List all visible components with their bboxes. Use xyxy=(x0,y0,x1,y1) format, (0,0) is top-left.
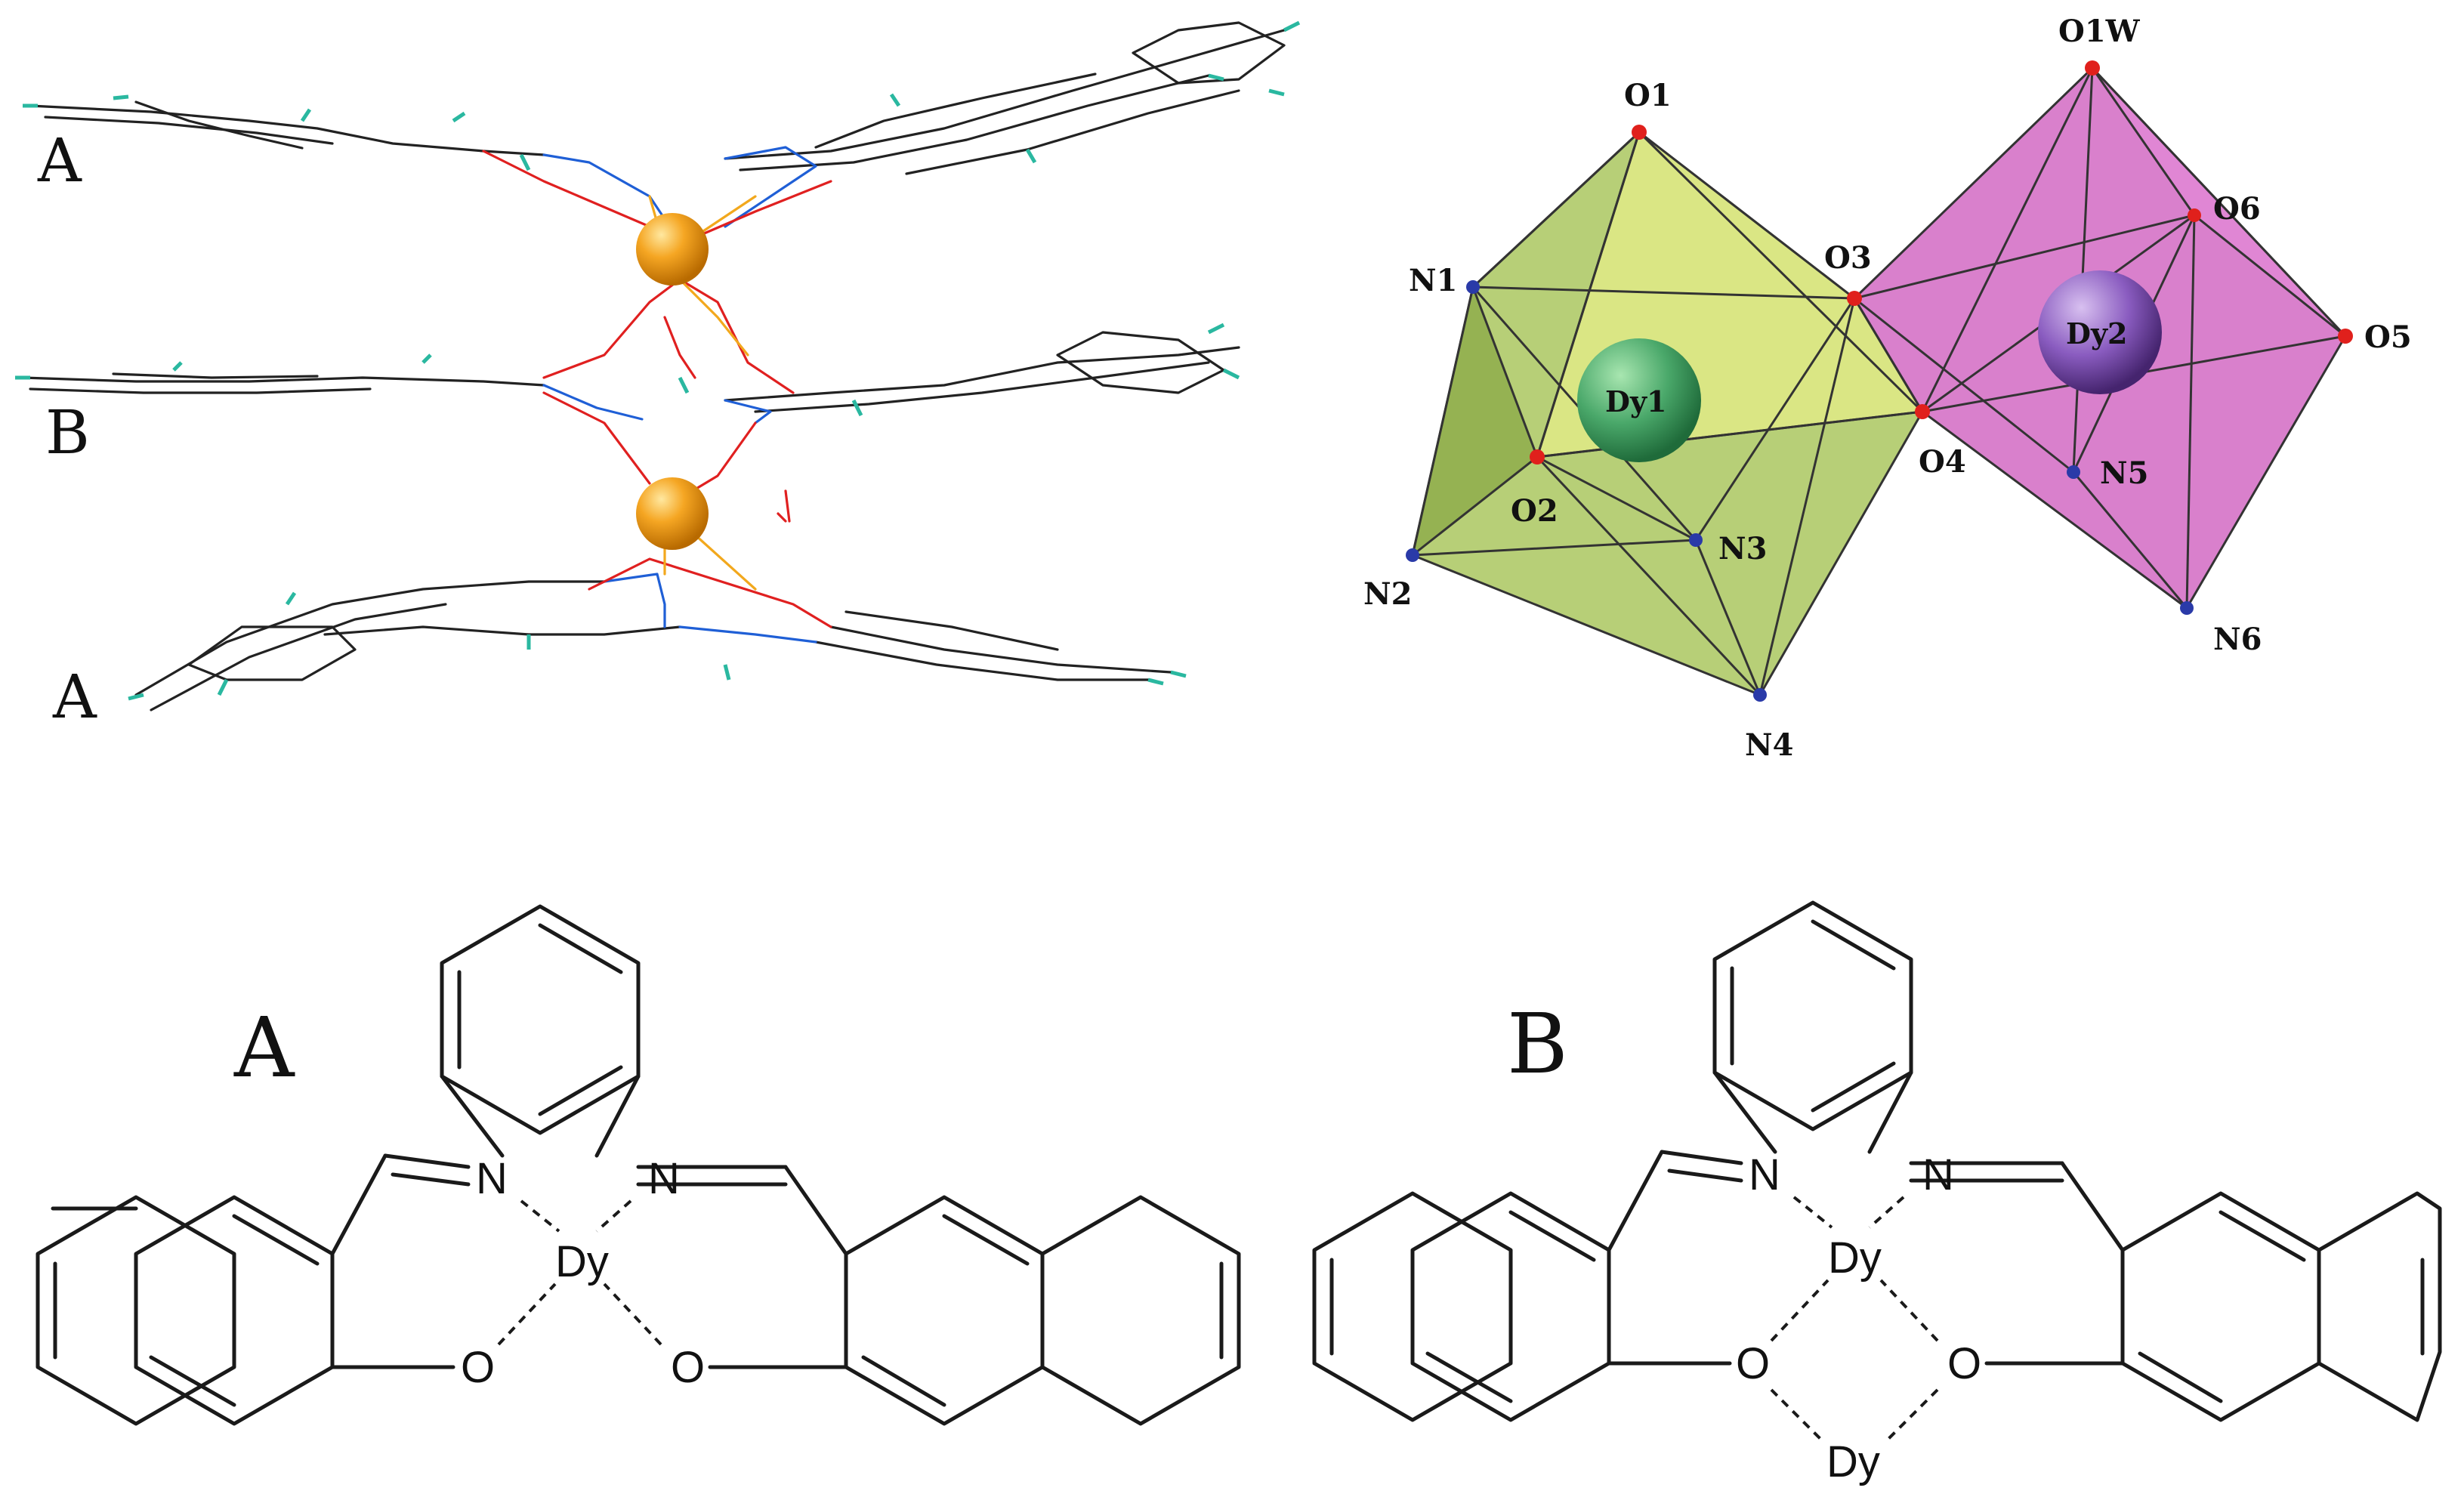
scheme-a-imine-bonds xyxy=(330,1074,848,1369)
scheme-b-imine-bonds xyxy=(1607,1070,2125,1366)
atom-label-o3: O3 xyxy=(1824,240,1872,276)
scheme-b-dy-bottom: Dy xyxy=(1826,1437,1880,1486)
scheme-a-title: A xyxy=(233,999,295,1096)
atom-label-n2: N2 xyxy=(1363,576,1412,612)
scheme-b-o-right: O xyxy=(1947,1339,1981,1388)
dy1-label: Dy1 xyxy=(1605,384,1666,418)
scheme-b-dy-top: Dy xyxy=(1828,1233,1882,1283)
atom-label-n4: N4 xyxy=(1745,727,1793,763)
layer-label-b: B xyxy=(45,397,90,468)
scheme-b-n-left: N xyxy=(1749,1150,1780,1199)
ligand-layer-b xyxy=(15,270,1240,523)
atom-label-o1: O1 xyxy=(1624,78,1672,113)
crystal-packing-panel: A B A xyxy=(15,20,1301,732)
atom-label-o5: O5 xyxy=(2364,319,2412,355)
scheme-a-coordination-dashes xyxy=(497,1199,662,1346)
atom-label-n3: N3 xyxy=(1718,531,1767,566)
atom-label-o1w: O1W xyxy=(2058,14,2141,49)
scheme-b-left-naphthalene xyxy=(1312,1191,1611,1422)
scheme-b-coordination-dashes xyxy=(1770,1196,1939,1440)
dy2-label: Dy2 xyxy=(2066,316,2127,350)
scheme-a-phenylene-ring xyxy=(440,904,641,1135)
dy2-sphere xyxy=(2038,270,2162,394)
atom-label-o6: O6 xyxy=(2213,191,2261,227)
scheme-b-phenylene-ring xyxy=(1712,900,1913,1131)
atom-label-n6: N6 xyxy=(2213,622,2262,657)
scheme-b-right-naphthalene xyxy=(2120,1191,2442,1422)
layer-label-a-bottom: A xyxy=(52,662,97,732)
scheme-a-o-left: O xyxy=(461,1343,495,1392)
scheme-a-right-naphthalene xyxy=(844,1195,1241,1426)
layer-label-a-top: A xyxy=(37,125,82,196)
scheme-a-n-right: N xyxy=(648,1154,680,1203)
scheme-b: B xyxy=(1312,900,2442,1486)
scheme-a: A xyxy=(36,904,1241,1426)
oxygen-atoms xyxy=(1530,60,2353,465)
scheme-a-o-right: O xyxy=(671,1343,705,1392)
scheme-a-left-naphthalene xyxy=(36,1195,335,1426)
dy-atom-lower xyxy=(636,477,709,550)
atom-label-o2: O2 xyxy=(1511,493,1558,529)
dy-atom-upper xyxy=(636,213,709,286)
scheme-a-n-left: N xyxy=(476,1154,508,1203)
ligand-layer-a-bottom xyxy=(128,520,1187,712)
scheme-b-n-right: N xyxy=(1922,1150,1954,1199)
nitrogen-atoms xyxy=(1406,280,2194,702)
scheme-b-title: B xyxy=(1507,995,1568,1092)
dy1-sphere xyxy=(1577,338,1701,462)
atom-label-n1: N1 xyxy=(1409,263,1457,298)
atom-label-o4: O4 xyxy=(1919,444,1966,480)
scheme-b-o-left: O xyxy=(1736,1339,1770,1388)
scheme-a-dy: Dy xyxy=(555,1237,609,1286)
atom-label-n5: N5 xyxy=(2100,455,2148,491)
coordination-polyhedra-panel: Dy1 Dy2 O1 O1W N1 O3 O6 O5 O4 O2 N5 N2 N… xyxy=(1363,14,2412,763)
